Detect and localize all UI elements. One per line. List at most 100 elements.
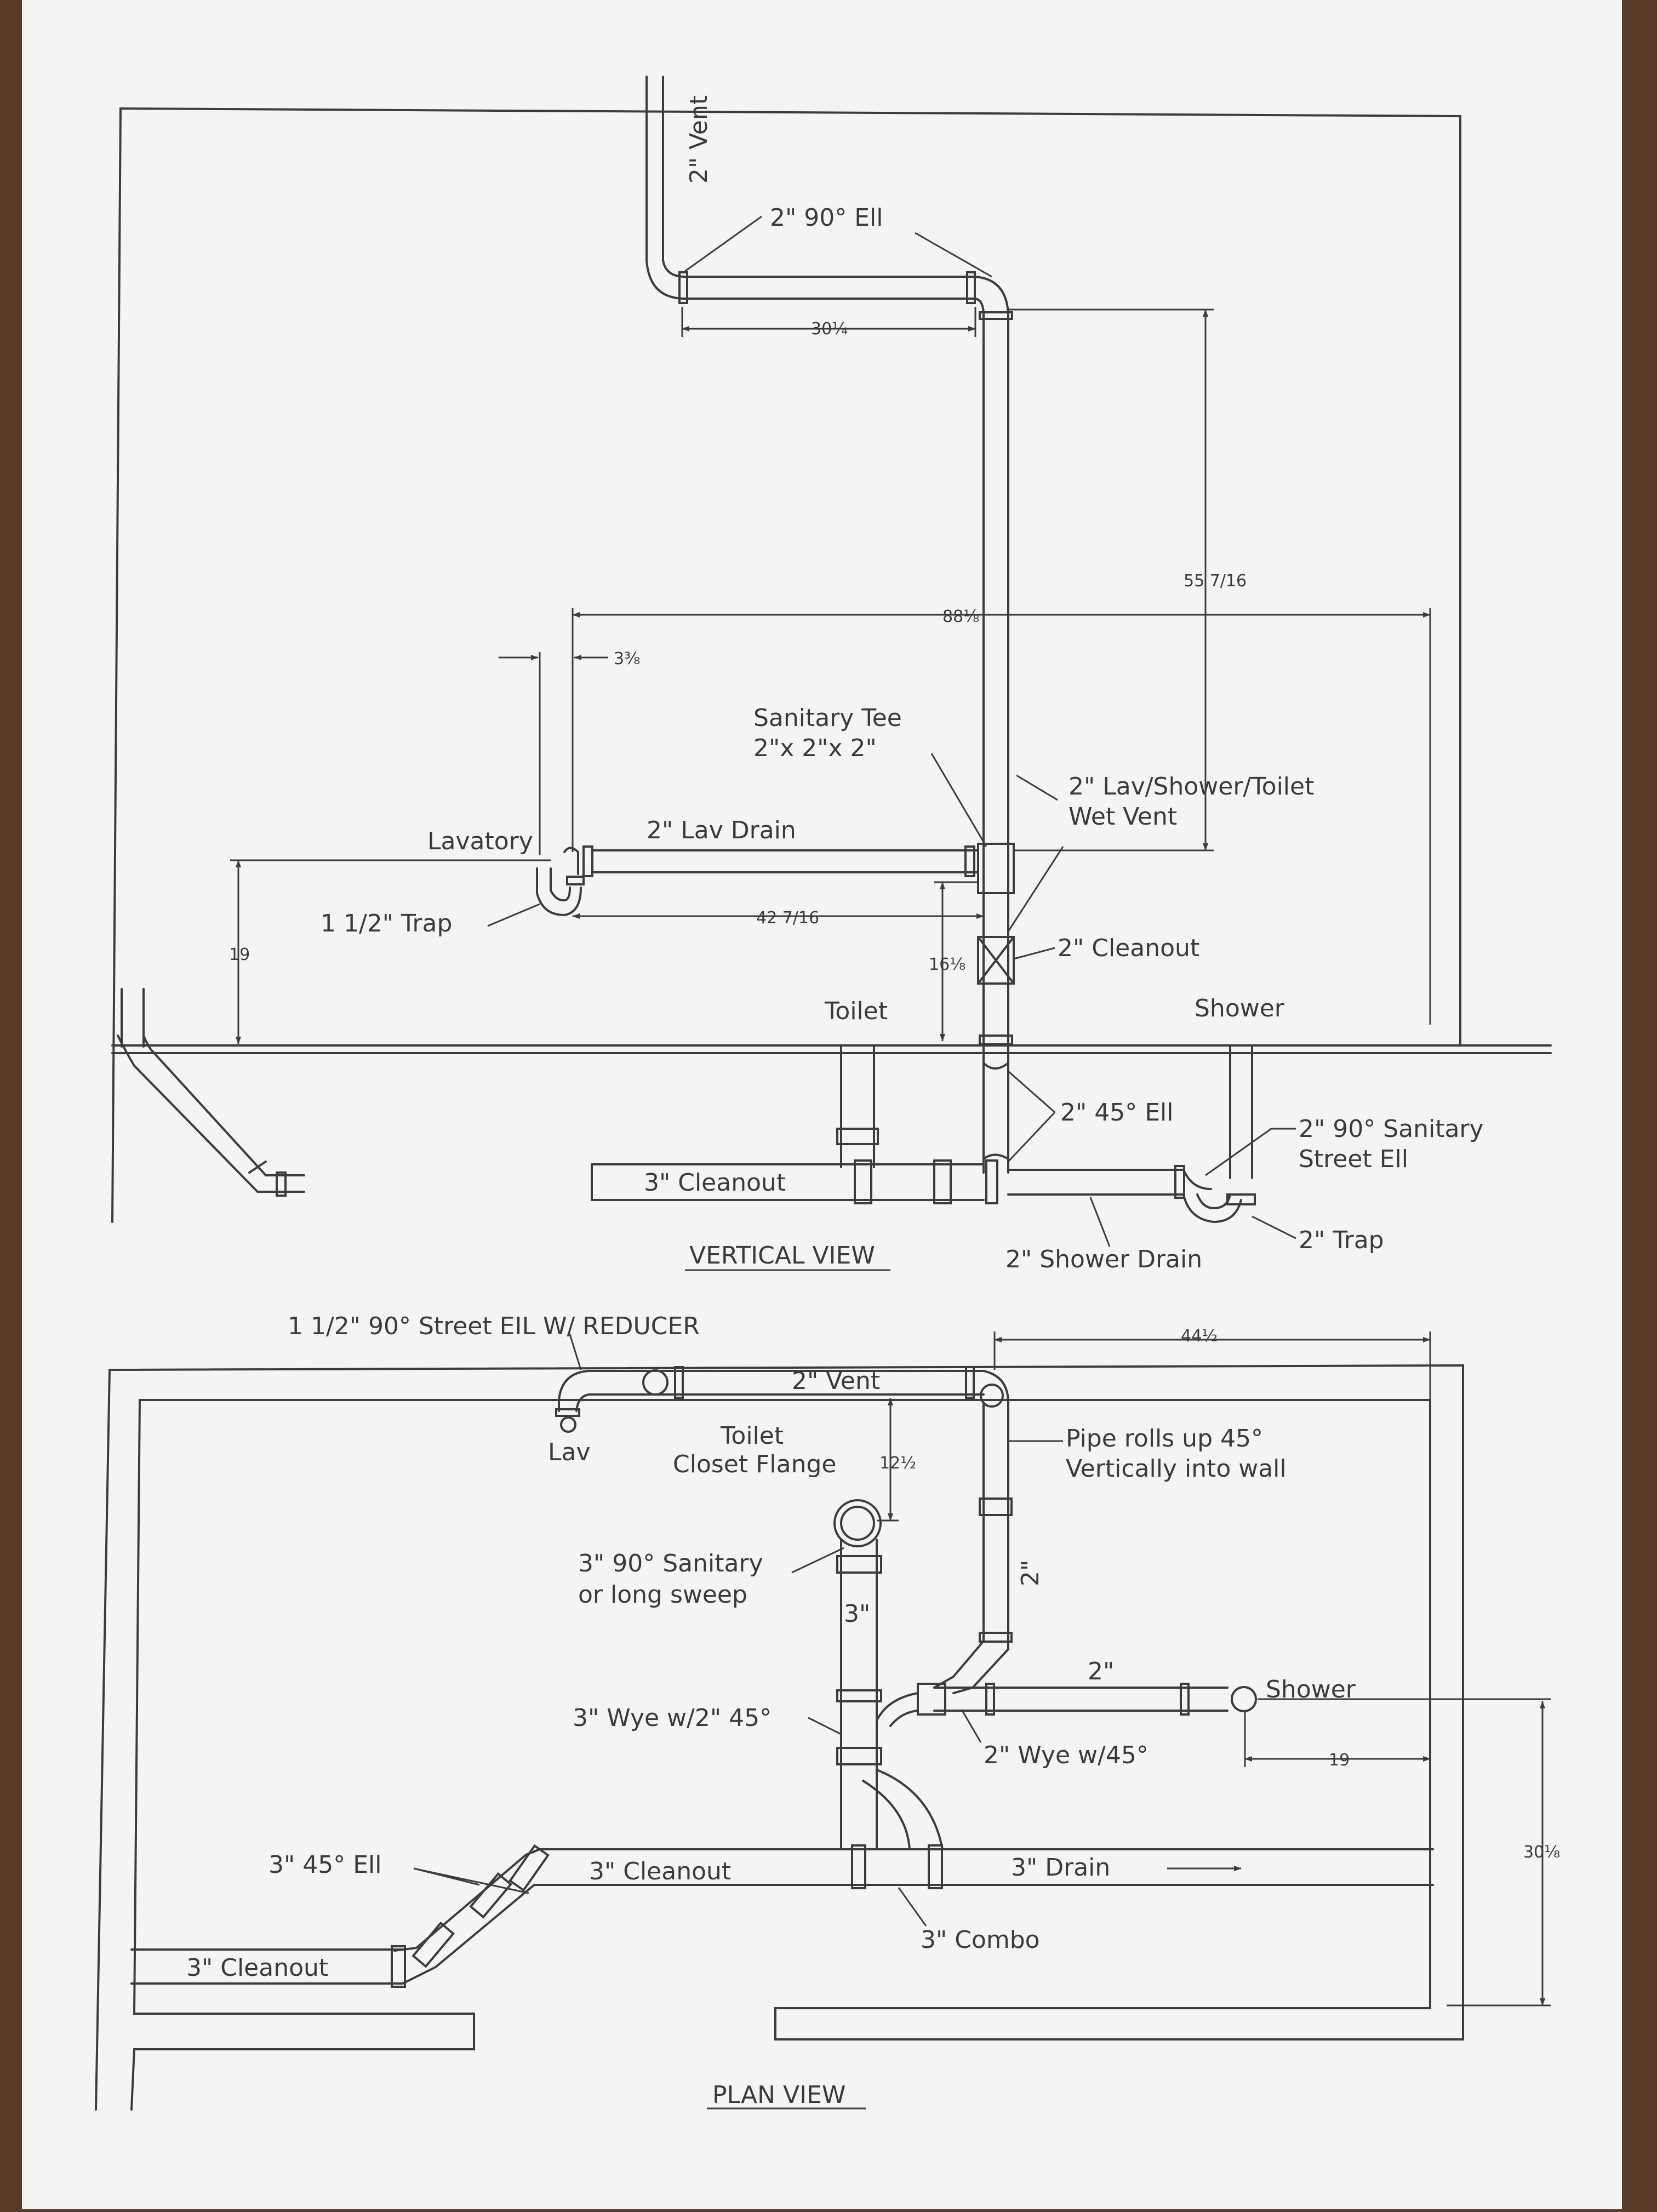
plan-2in-coupling-2 xyxy=(979,1632,1013,1643)
label-plan-pipe-3: 3" xyxy=(844,1600,870,1628)
label-sanitary-tee-2: 2"x 2"x 2" xyxy=(753,734,877,762)
leader-street-ell-plan xyxy=(569,1334,582,1370)
dim-3-text: 3⅜ xyxy=(614,649,640,668)
plan-2in-coupling xyxy=(979,1497,1013,1516)
dim-19h-text: 19 xyxy=(1329,1751,1350,1770)
label-plan-wye-3: 3" Wye w/2" 45° xyxy=(573,1704,772,1732)
ell-45-upper xyxy=(982,1062,1009,1070)
plan-shower-coupling-2 xyxy=(1180,1683,1190,1716)
lav-trap-outer xyxy=(536,867,582,917)
cleanout3-coupling-2 xyxy=(933,1159,952,1204)
plan-vent-roll xyxy=(980,1384,1004,1408)
leader-ell-r xyxy=(915,232,992,278)
lav-tailpiece xyxy=(563,847,579,875)
lav-reducer xyxy=(555,1408,580,1417)
dim-19v-text: 19 xyxy=(229,945,250,964)
wet-vent-coupling-top xyxy=(979,311,1013,320)
plan-wall-outline xyxy=(95,1364,1464,2111)
dim-16-text: 16⅛ xyxy=(929,955,965,974)
left-offset-top xyxy=(117,1034,305,1193)
plan-shower-drain xyxy=(1231,1686,1257,1712)
label-ell-90: 2" 90° Ell xyxy=(770,204,883,232)
dim-88-text: 88⅛ xyxy=(942,607,979,626)
plan-view-title: PLAN VIEW xyxy=(712,2081,845,2109)
leader-cleanout xyxy=(1013,947,1055,960)
dim-12-text: 12½ xyxy=(879,1454,916,1473)
label-plan-vent: 2" Vent xyxy=(792,1367,880,1395)
vent-elbow-left xyxy=(645,259,686,300)
leader-shower-drain xyxy=(1089,1197,1111,1247)
label-street-ell-2: Street Ell xyxy=(1299,1145,1408,1173)
plan-left-coupling xyxy=(391,1945,406,1988)
shower-trap-nut xyxy=(1226,1193,1256,1205)
cleanout-x2 xyxy=(977,936,1015,985)
label-trap-2: 2" Trap xyxy=(1299,1226,1384,1254)
leader-45ell-plan xyxy=(413,1867,529,1894)
leader-combo xyxy=(898,1887,927,1927)
leader-wetvent-2 xyxy=(1007,846,1064,932)
leader-trap xyxy=(487,903,540,927)
cleanout3-coupling-1 xyxy=(854,1159,872,1204)
plan-vent-coupling-2 xyxy=(965,1366,975,1399)
shower-trap-outer xyxy=(1182,1193,1242,1224)
plan-drain-coupling-1 xyxy=(851,1844,866,1889)
label-plan-shower: Shower xyxy=(1266,1676,1356,1704)
left-offset-bottom xyxy=(142,1034,305,1176)
ell-45-lower xyxy=(982,1153,1009,1160)
dim-30p-text: 30⅛ xyxy=(1523,1843,1560,1862)
left-offset-coupling xyxy=(276,1171,287,1197)
leader-street-ell xyxy=(1205,1128,1296,1176)
leader-tee xyxy=(930,753,987,847)
label-plan-pipe-2v: 2" xyxy=(1016,1560,1044,1586)
shower-drain-coupling xyxy=(1174,1165,1185,1199)
label-trap-lav: 1 1/2" Trap xyxy=(321,910,452,938)
vent-elbow-left-inner xyxy=(662,259,686,278)
label-cleanout-2: 2" Cleanout xyxy=(1058,934,1199,962)
plan-45-coupling-1 xyxy=(508,1844,550,1892)
label-plan-lav: Lav xyxy=(548,1438,591,1466)
plan-shower-coupling xyxy=(985,1683,995,1716)
label-shower: Shower xyxy=(1195,994,1285,1022)
plan-3in-coupling-2 xyxy=(836,1747,882,1765)
label-sanitary-tee-1: Sanitary Tee xyxy=(753,704,902,732)
plan-45-bottom xyxy=(402,1884,541,1985)
plan-2in-wye xyxy=(917,1683,946,1716)
label-street-ell-1: 2" 90° Sanitary xyxy=(1299,1115,1484,1143)
sanitary-tee xyxy=(977,843,1015,894)
leader-wetvent xyxy=(1016,774,1058,801)
plan-drain-coupling-2 xyxy=(928,1844,943,1889)
lav-drain-coupling xyxy=(964,845,975,877)
dimension-lines xyxy=(230,215,1551,2110)
leader-wye3 xyxy=(808,1717,842,1735)
toilet-coupling xyxy=(836,1128,879,1145)
label-lavatory: Lavatory xyxy=(427,827,533,855)
label-plan-pipe-2h: 2" xyxy=(1088,1657,1114,1685)
plan-2in-wye-arm-2 xyxy=(889,1710,919,1727)
plan-vent-end xyxy=(642,1369,668,1396)
vertical-wall-frame xyxy=(111,107,1461,1223)
label-wet-vent-1: 2" Lav/Shower/Toilet xyxy=(1069,773,1314,801)
label-plan-sanitary-2: or long sweep xyxy=(578,1581,747,1609)
dim-44-text: 44½ xyxy=(1181,1327,1218,1346)
toilet-flange-outer xyxy=(833,1499,882,1547)
plan-combo-sweep-inner xyxy=(862,1780,911,1850)
label-plan-cleanout-mid: 3" Cleanout xyxy=(589,1857,731,1885)
leader-trap2 xyxy=(1252,1215,1296,1239)
plan-vent-elbow xyxy=(982,1370,1009,1404)
stack-coupling-floor xyxy=(979,1034,1013,1045)
cleanout-2 xyxy=(977,936,1015,985)
plan-3in-wye xyxy=(836,1689,882,1702)
plan-3in-coupling-1 xyxy=(836,1555,882,1574)
leader-wye2 xyxy=(961,1709,982,1743)
label-plan-cleanout-left: 3" Cleanout xyxy=(186,1954,328,1982)
label-shower-drain: 2" Shower Drain xyxy=(1005,1245,1202,1273)
cleanout3-coupling-3 xyxy=(985,1159,998,1204)
label-plan-drain: 3" Drain xyxy=(1011,1854,1110,1882)
lav-ell-outer xyxy=(558,1370,590,1412)
vent-coupling-right xyxy=(966,271,976,304)
dim-42-text: 42 7/16 xyxy=(756,908,819,928)
label-lav-drain: 2" Lav Drain xyxy=(647,816,796,844)
paper-sheet xyxy=(22,0,1622,2209)
label-plan-ell-45: 3" 45° Ell xyxy=(268,1851,381,1879)
